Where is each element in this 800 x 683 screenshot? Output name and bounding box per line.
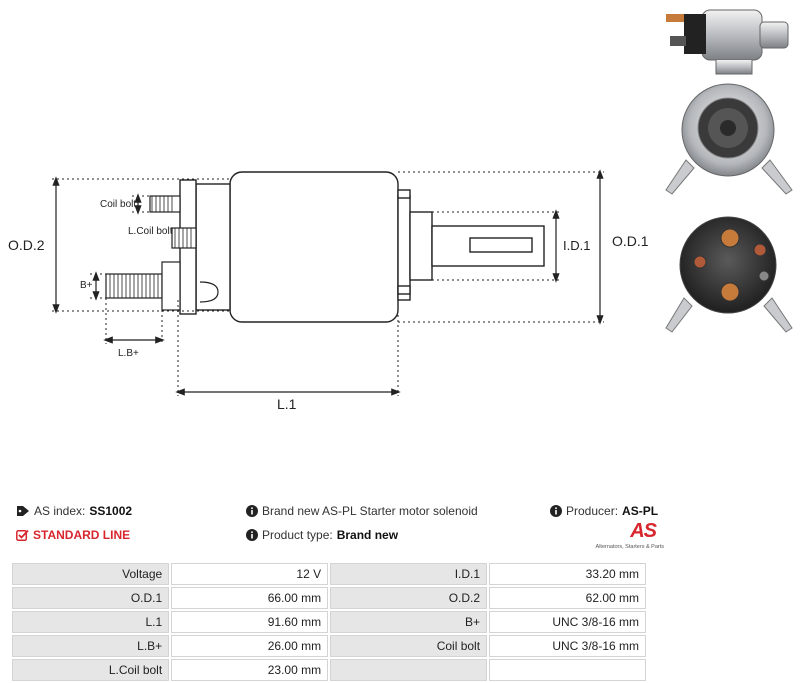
spec-key: O.D.2 [330,587,488,609]
label-l1: L.1 [277,396,297,412]
info-circle-icon [246,505,258,517]
table-row: Voltage 12 V I.D.1 33.20 mm [12,563,646,585]
right-flange [397,195,411,301]
product-type-label: Product type: [262,528,333,542]
spec-value: 23.00 mm [171,659,329,681]
spec-value: UNC 3/8-16 mm [489,611,646,633]
label-od1: O.D.1 [612,233,649,249]
table-row: L.1 91.60 mm B+ UNC 3/8-16 mm [12,611,646,633]
info-row-2: STANDARD LINE Product type: Brand new [16,528,650,548]
producer: Producer: AS-PL [550,504,658,518]
standard-line: STANDARD LINE [16,528,130,542]
product-info: AS index: SS1002 Brand new AS-PL Starter… [16,498,664,556]
as-index: AS index: SS1002 [16,504,132,518]
spec-key: L.Coil bolt [12,659,170,681]
label-bplus: B+ [80,280,93,291]
spec-key: B+ [330,611,488,633]
label-od2: O.D.2 [8,237,45,253]
table-row: L.B+ 26.00 mm Coil bolt UNC 3/8-16 mm [12,635,646,657]
logo-text: AS [630,520,657,542]
spec-value: 33.20 mm [489,563,646,585]
spec-value: 12 V [171,563,329,585]
spec-value: 62.00 mm [489,587,646,609]
spec-value: UNC 3/8-16 mm [489,635,646,657]
info-row-1: AS index: SS1002 Brand new AS-PL Starter… [16,504,658,524]
spec-value [489,659,646,681]
producer-label: Producer: [566,504,619,518]
photo-rear-view [665,216,793,333]
spec-key: Coil bolt [330,635,488,657]
spec-value: 66.00 mm [171,587,329,609]
spec-key: L.1 [12,611,170,633]
product-type-value: Brand new [336,528,399,542]
tag-icon [17,506,29,516]
label-l-coil-bolt: L.Coil bolt [128,226,173,237]
coil-bolt [149,195,197,249]
standard-line-text: STANDARD LINE [33,528,131,542]
photo-side-view [666,9,789,75]
info-circle-icon [246,529,258,541]
solenoid-body [229,171,399,323]
b-plus-stud [105,261,219,311]
spec-key [330,659,488,681]
info-circle-icon [550,505,562,517]
as-pl-logo: AS Alternators, Starters & Parts [594,520,664,556]
description: Brand new AS-PL Starter motor solenoid [246,504,478,518]
spec-value: 26.00 mm [171,635,329,657]
logo-tagline: Alternators, Starters & Parts [595,544,664,550]
spec-value: 91.60 mm [171,611,329,633]
label-lb: L.B+ [118,348,139,359]
as-index-label: AS index: [34,504,86,518]
spec-key: I.D.1 [330,563,488,585]
photo-front-view [665,83,793,195]
product-photos [665,9,793,333]
plunger-head [409,211,433,281]
spec-key: O.D.1 [12,587,170,609]
plunger-slot [469,237,533,253]
end-cap [195,183,231,311]
table-row: O.D.1 66.00 mm O.D.2 62.00 mm [12,587,646,609]
check-square-icon [16,529,29,541]
product-type: Product type: Brand new [246,528,398,542]
as-index-value: SS1002 [89,504,133,518]
label-id1: I.D.1 [563,238,590,253]
technical-drawing: O.D.2 O.D.1 I.D.1 L.1 L.B+ B+ Coil bolt … [8,169,649,412]
spec-key: Voltage [12,563,170,585]
label-coil-bolt: Coil bolt [100,199,136,210]
spec-key: L.B+ [12,635,170,657]
producer-value: AS-PL [622,504,659,518]
description-text: Brand new AS-PL Starter motor solenoid [262,504,478,518]
spec-table: Voltage 12 V I.D.1 33.20 mm O.D.1 66.00 … [10,561,648,683]
table-row: L.Coil bolt 23.00 mm [12,659,646,681]
